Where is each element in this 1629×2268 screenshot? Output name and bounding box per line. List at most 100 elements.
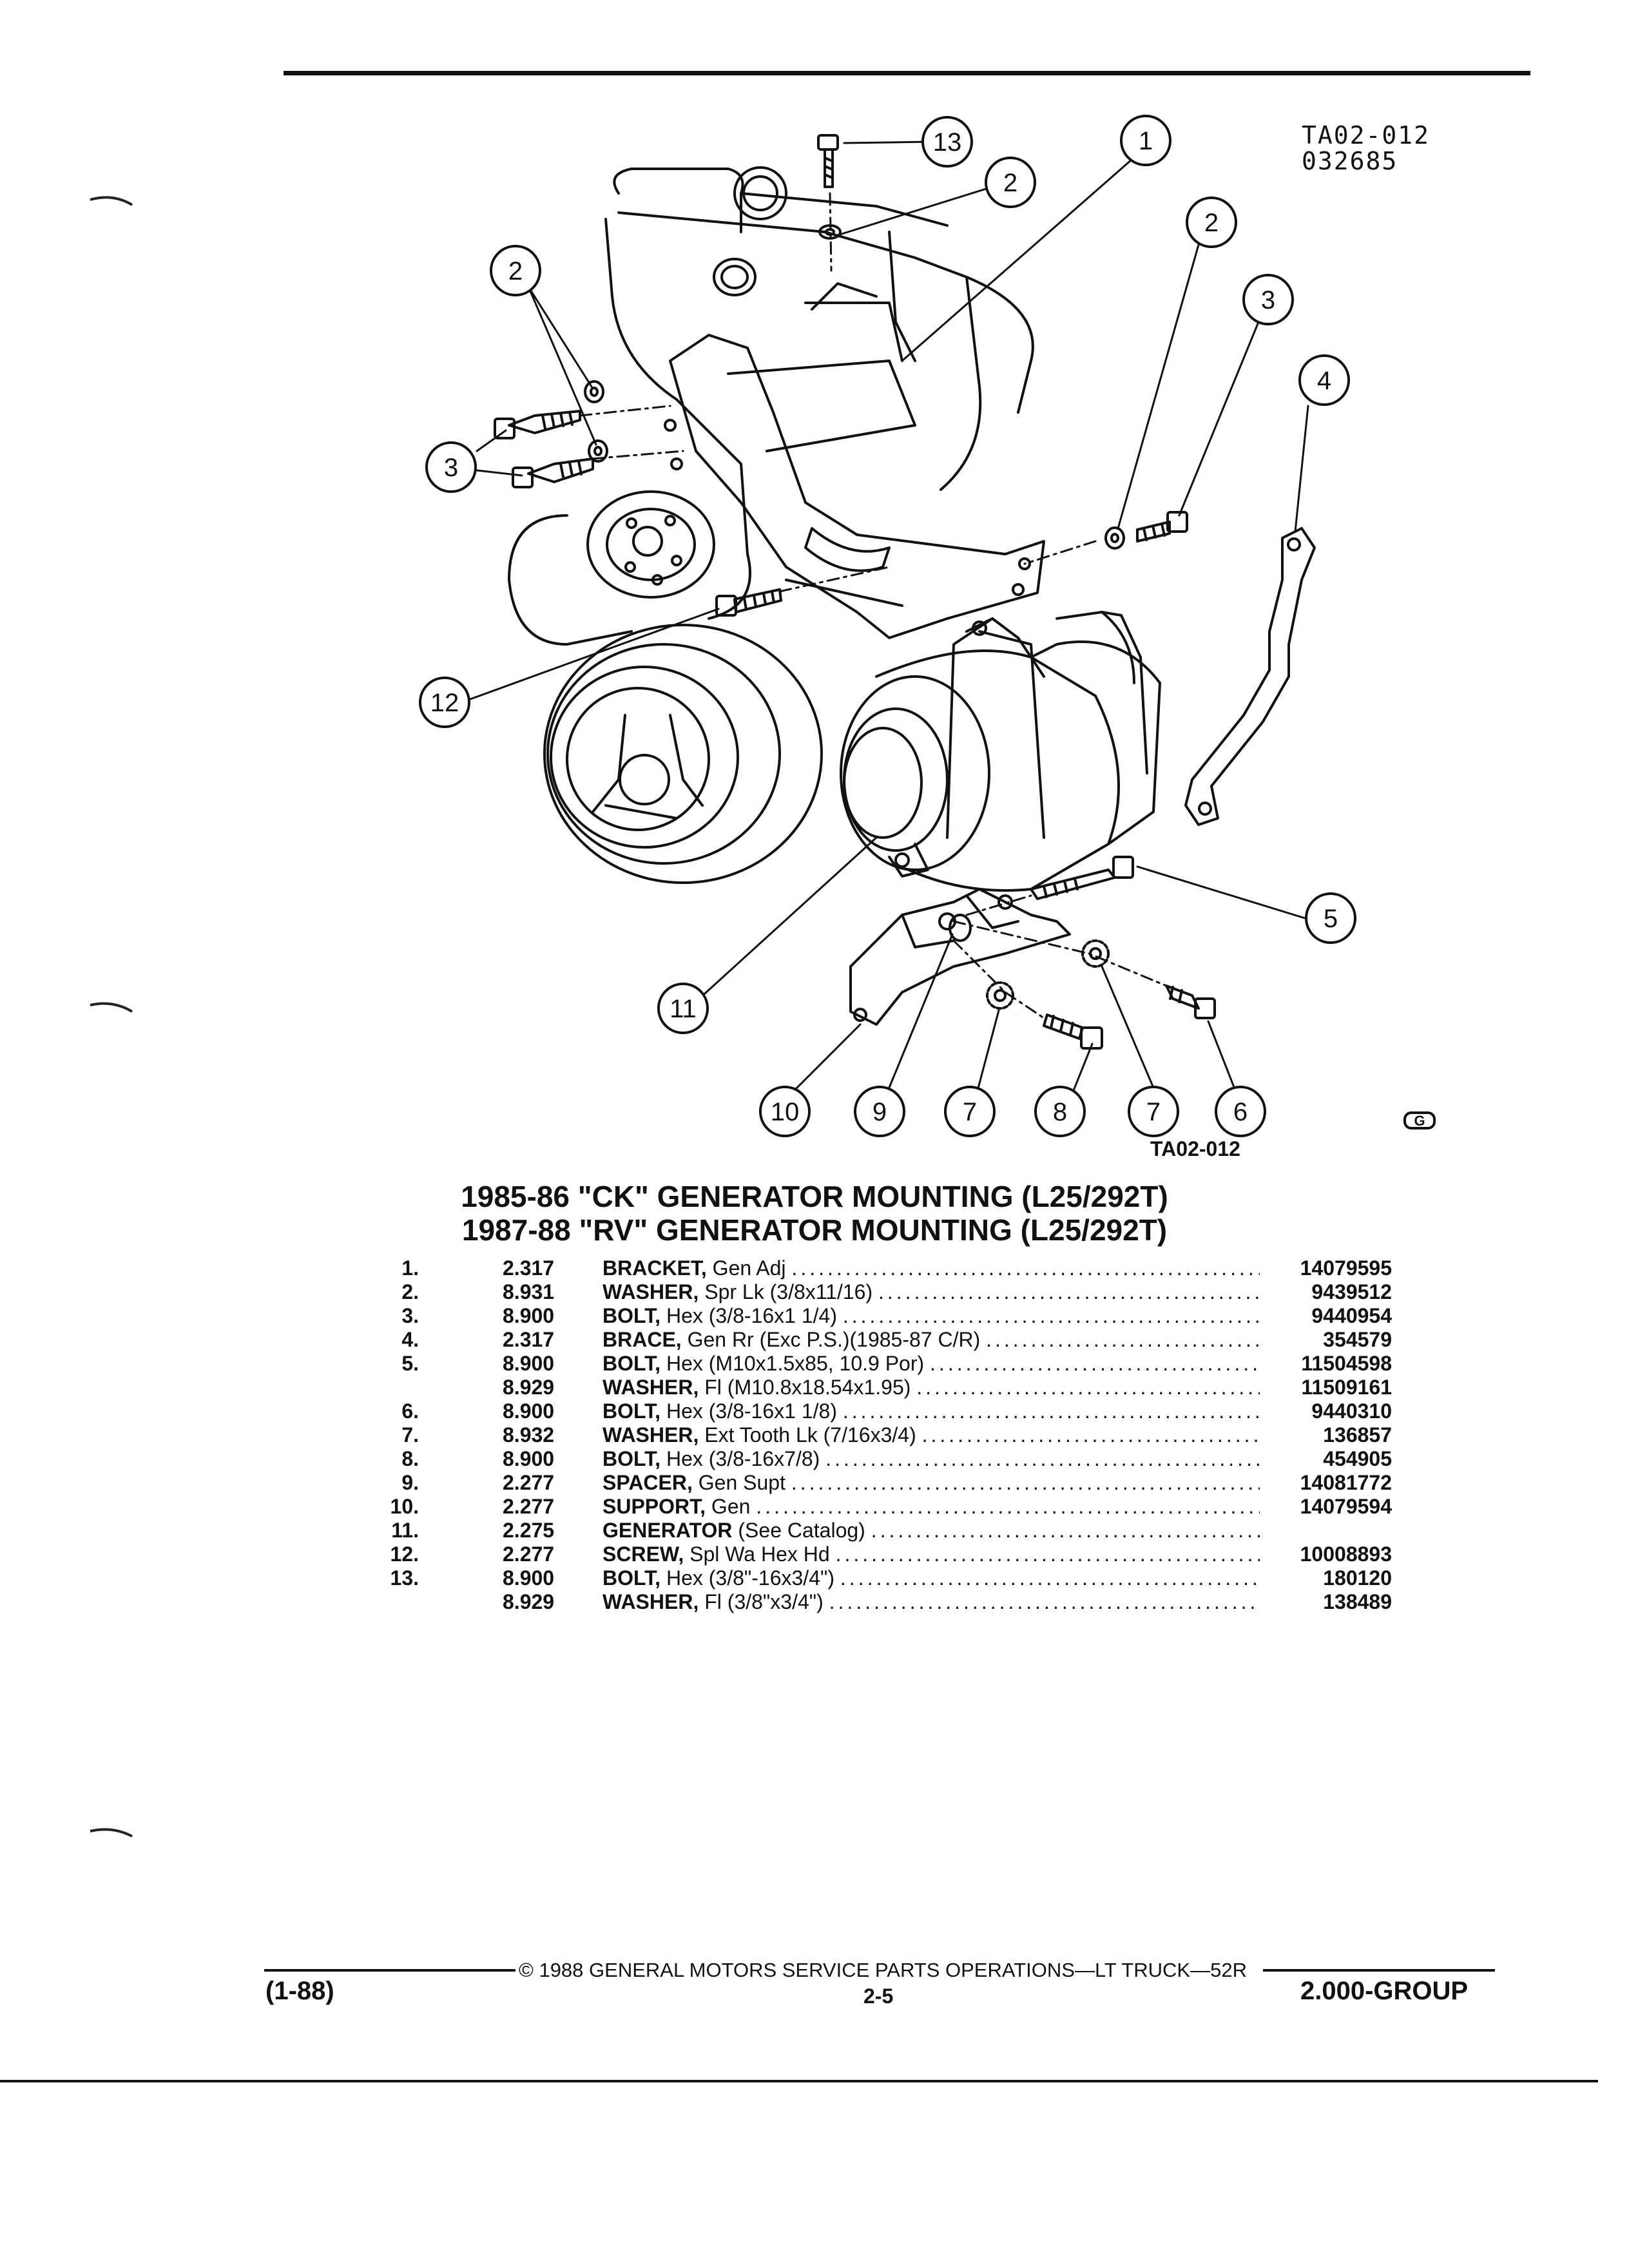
- item-number: 3.: [401, 1304, 419, 1327]
- leader-dots: ........................................…: [825, 1447, 1260, 1470]
- part-detail: Gen Adj: [712, 1256, 786, 1280]
- svg-text:2: 2: [1204, 209, 1219, 237]
- part-description: GENERATOR (See Catalog) ................…: [602, 1519, 1260, 1542]
- gm-logo: G: [1403, 1111, 1436, 1129]
- part-detail: Spl Wa Hex Hd: [689, 1542, 830, 1566]
- part-description: BRACE, Gen Rr (Exc P.S.)(1985-87 C/R) ..…: [602, 1328, 1260, 1352]
- svg-text:4: 4: [1317, 367, 1331, 395]
- fasteners: [494, 134, 1216, 1050]
- part-name: SCREW,: [602, 1542, 684, 1566]
- group-number: 8.900: [503, 1399, 555, 1423]
- part-description: WASHER, Fl (M10.8x18.54x1.95) ..........…: [602, 1376, 1260, 1399]
- svg-text:7: 7: [963, 1098, 977, 1126]
- svg-text:9: 9: [872, 1098, 887, 1126]
- group-number: 8.932: [503, 1423, 555, 1446]
- svg-text:3: 3: [1261, 286, 1275, 314]
- callout-balloons: 13 2 1 2 3 4 2 3 12 5 11 10 9 7 8 7 6: [419, 115, 1356, 1137]
- part-number: 138489: [1323, 1590, 1392, 1613]
- generator: [840, 611, 1161, 892]
- part-name: BOLT,: [602, 1399, 661, 1423]
- svg-text:6: 6: [1233, 1098, 1248, 1126]
- svg-text:3: 3: [444, 454, 458, 482]
- figure-code-line-1: TA02-012: [1302, 121, 1431, 149]
- part-detail: Hex (3/8-16x1 1/8): [666, 1399, 837, 1423]
- group-number: 8.900: [503, 1447, 555, 1470]
- part-description: SCREW, Spl Wa Hex Hd ...................…: [602, 1542, 1260, 1566]
- part-name: BOLT,: [602, 1352, 661, 1375]
- group-number: 2.000-GROUP: [1300, 1977, 1469, 2005]
- callout-leaders: [469, 140, 1309, 1097]
- leader-dots: ........................................…: [871, 1519, 1260, 1542]
- part-detail: Gen Supt: [698, 1471, 786, 1494]
- leader-dots: ........................................…: [921, 1423, 1260, 1446]
- group-number: 8.931: [503, 1280, 555, 1303]
- part-detail: Fl (3/8"x3/4"): [704, 1590, 824, 1613]
- margin-marks: [90, 196, 133, 1838]
- group-number: 8.929: [503, 1376, 555, 1399]
- callout-12: 12: [419, 677, 470, 728]
- part-description: SPACER, Gen Supt .......................…: [602, 1471, 1260, 1495]
- callout-2-left: 2: [490, 245, 541, 296]
- callout-13: 13: [921, 116, 973, 168]
- part-number: 9439512: [1311, 1280, 1392, 1303]
- part-name: BOLT,: [602, 1566, 661, 1590]
- part-number: 180120: [1323, 1566, 1392, 1590]
- part-number: 354579: [1323, 1328, 1392, 1351]
- item-number: 10.: [390, 1495, 419, 1518]
- footer-rule-left: [264, 1969, 516, 1972]
- part-description: BOLT, Hex (3/8"-16x3/4") ...............…: [602, 1566, 1260, 1590]
- part-detail: Fl (M10.8x18.54x1.95): [704, 1376, 911, 1399]
- page-number: 2-5: [863, 1984, 894, 2008]
- leader-dots: ........................................…: [840, 1566, 1260, 1590]
- crankshaft-pulley: [543, 624, 823, 884]
- part-number: 11504598: [1301, 1352, 1392, 1375]
- leader-dots: ........................................…: [842, 1304, 1260, 1327]
- group-number: 2.275: [503, 1519, 555, 1542]
- part-number: 454905: [1323, 1447, 1392, 1470]
- part-description: BOLT, Hex (3/8-16x1 1/8) ...............…: [602, 1399, 1260, 1423]
- copyright-notice: © 1988 GENERAL MOTORS SERVICE PARTS OPER…: [519, 1959, 1247, 1981]
- group-number: 8.900: [503, 1352, 555, 1375]
- callout-10: 10: [759, 1086, 811, 1137]
- callout-7-left: 7: [944, 1086, 996, 1137]
- svg-text:5: 5: [1324, 905, 1338, 933]
- part-name: SUPPORT,: [602, 1495, 706, 1518]
- part-number: 11509161: [1301, 1376, 1392, 1399]
- part-description: SUPPORT, Gen ...........................…: [602, 1495, 1260, 1519]
- figure-code-line-2: 032685: [1302, 147, 1398, 175]
- group-number: 8.900: [503, 1304, 555, 1327]
- part-name: BOLT,: [602, 1304, 661, 1327]
- group-number: 2.277: [503, 1471, 555, 1494]
- callout-7-right: 7: [1128, 1086, 1179, 1137]
- leader-dots: ........................................…: [842, 1399, 1260, 1423]
- leader-dots: ........................................…: [835, 1542, 1260, 1566]
- svg-text:G: G: [1414, 1113, 1425, 1129]
- part-description: WASHER, Ext Tooth Lk (7/16x3/4) ........…: [602, 1423, 1260, 1447]
- callout-9: 9: [854, 1086, 905, 1137]
- callout-11: 11: [657, 983, 709, 1034]
- callout-1: 1: [1120, 115, 1171, 166]
- part-name: BRACE,: [602, 1328, 682, 1351]
- part-number: 9440310: [1311, 1399, 1392, 1423]
- part-number: 10008893: [1300, 1542, 1392, 1566]
- item-number: 1.: [401, 1256, 419, 1280]
- section-title-1: 1985-86 "CK" GENERATOR MOUNTING (L25/292…: [461, 1180, 1168, 1213]
- callout-6: 6: [1215, 1086, 1266, 1137]
- leader-dots: ........................................…: [930, 1352, 1260, 1375]
- callout-3-left: 3: [425, 441, 477, 493]
- part-detail: Hex (3/8-16x7/8): [666, 1447, 820, 1470]
- part-description: BRACKET, Gen Adj .......................…: [602, 1256, 1260, 1280]
- part-number: 14079594: [1300, 1495, 1392, 1518]
- leader-dots: ........................................…: [986, 1328, 1260, 1351]
- svg-text:2: 2: [508, 257, 523, 285]
- callout-3-right: 3: [1242, 274, 1294, 325]
- part-name: BOLT,: [602, 1447, 661, 1470]
- figure-code-top: TA02-012 032685: [1302, 122, 1430, 174]
- footer-rule-right: [1263, 1969, 1495, 1972]
